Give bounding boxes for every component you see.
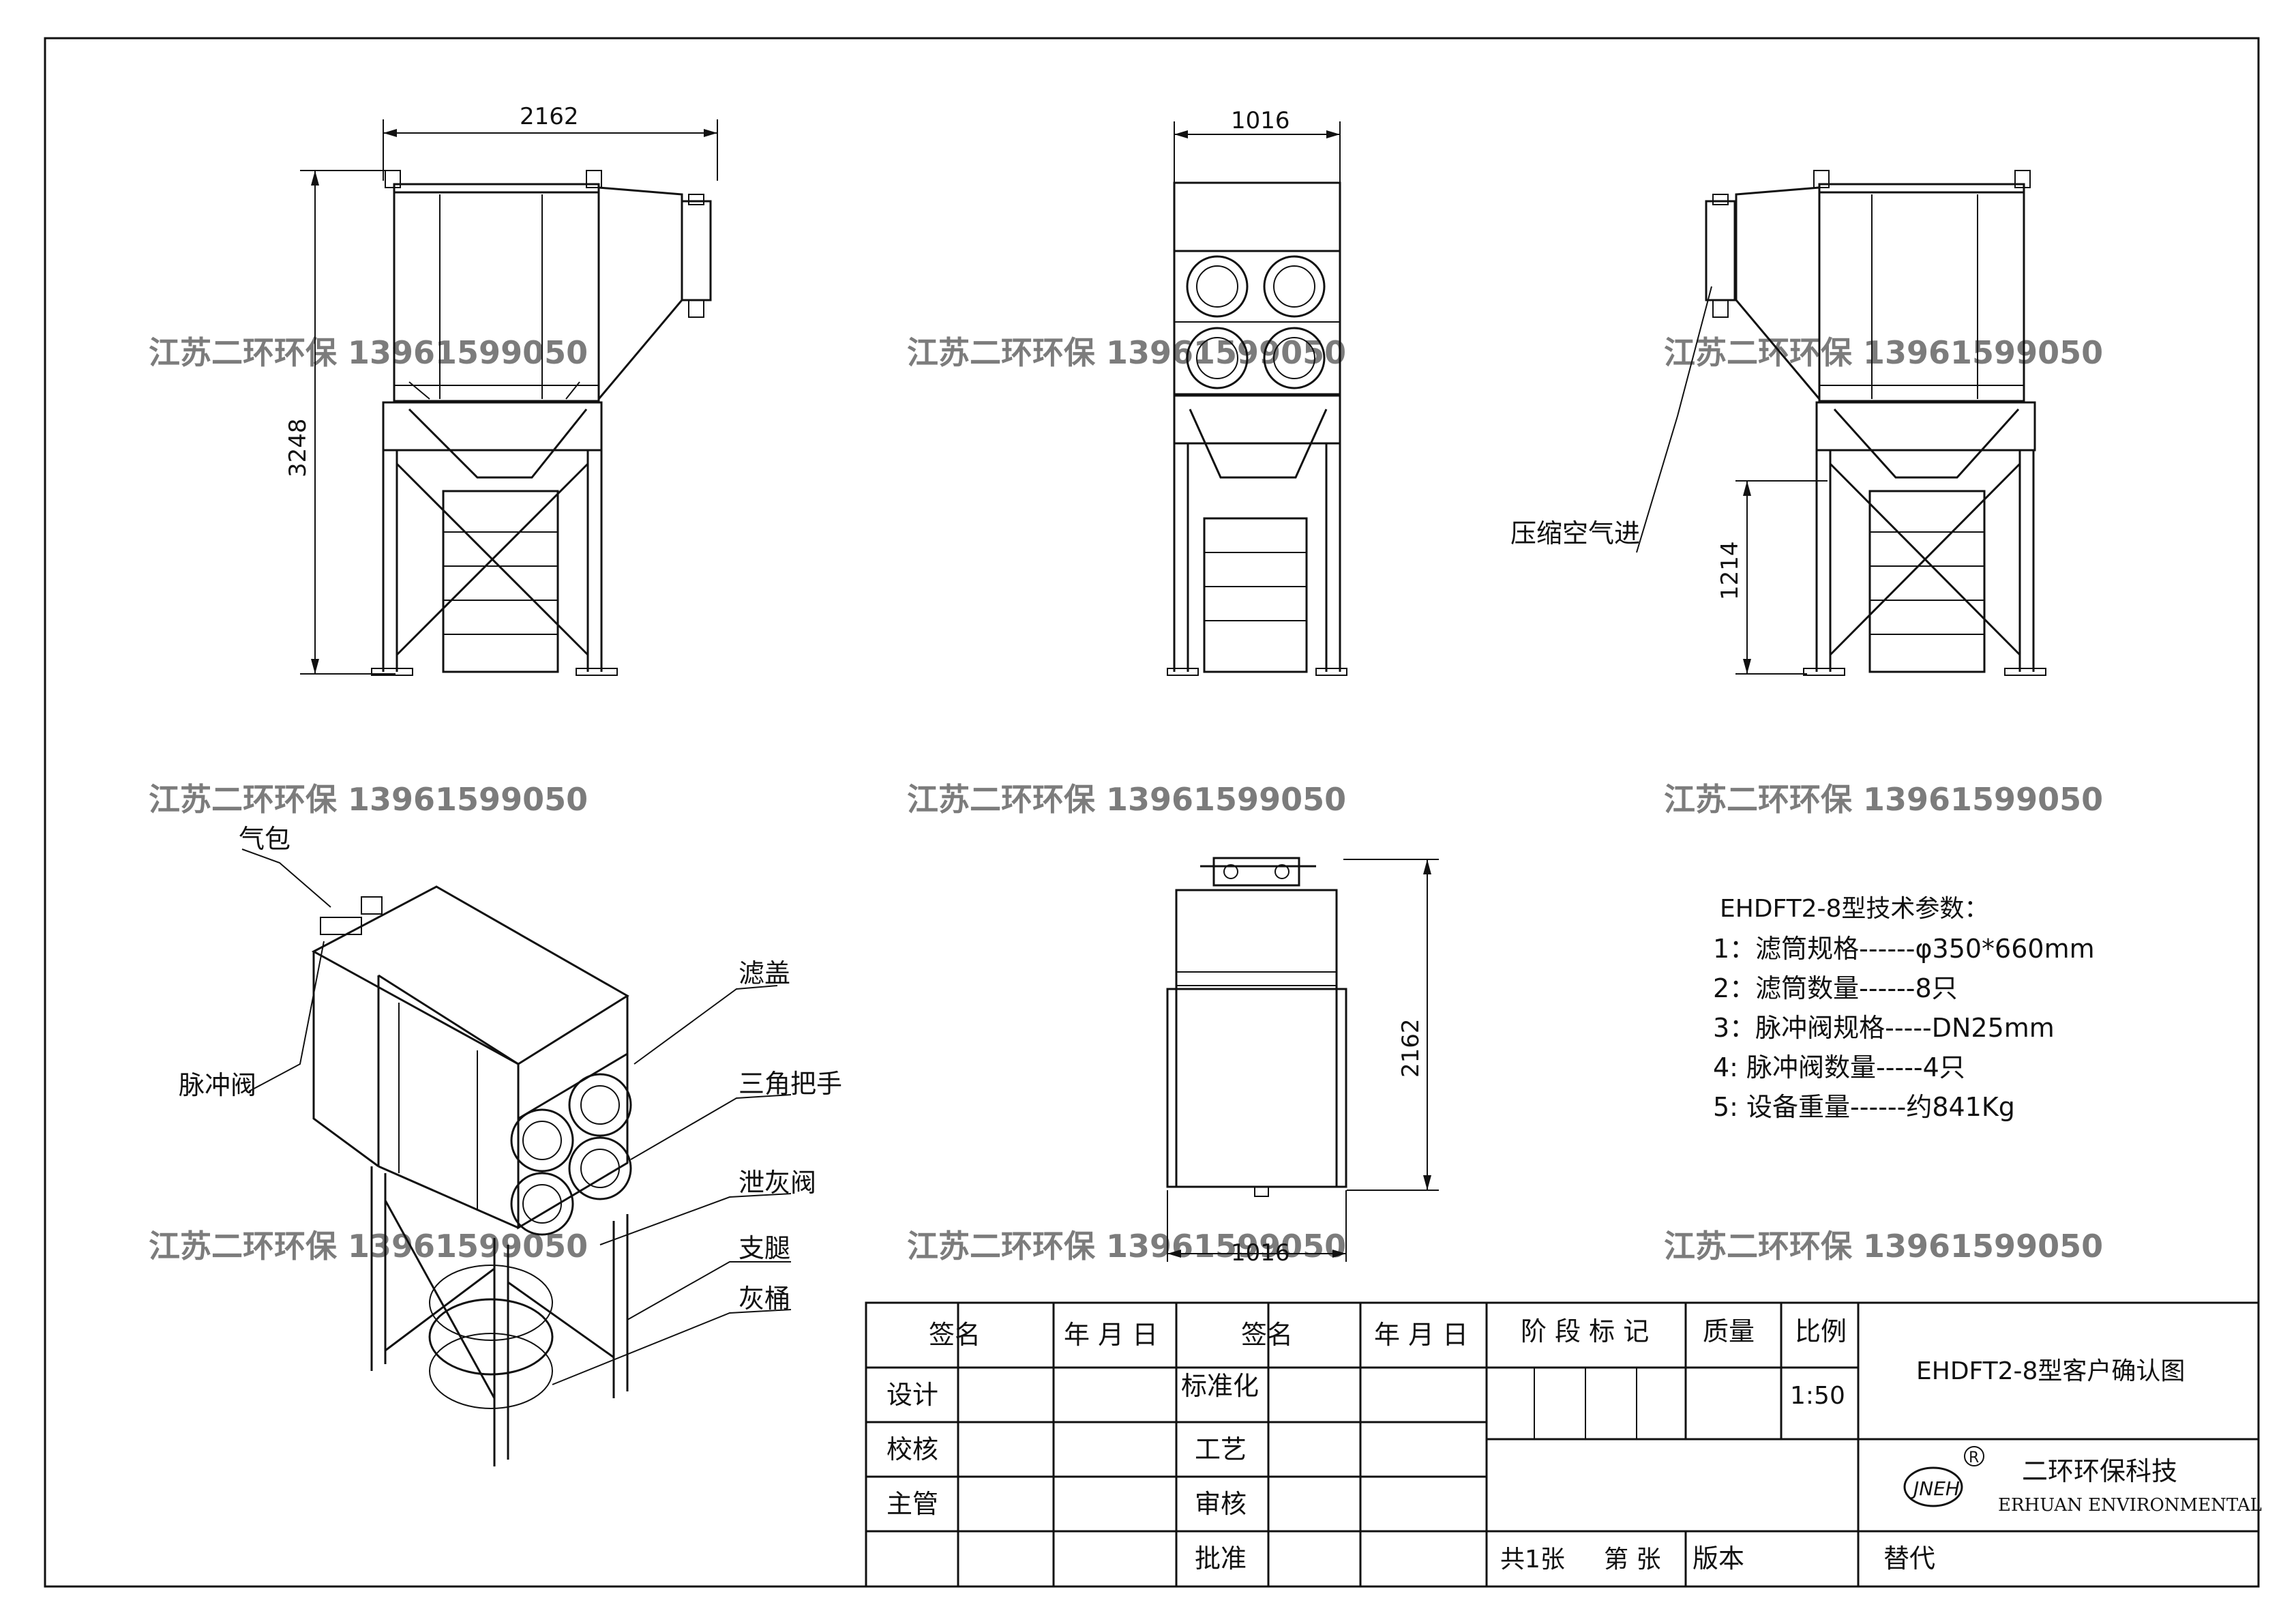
label-triangle-handle: 三角把手 (739, 1069, 842, 1099)
watermarks: 江苏二环环保 13961599050 江苏二环环保 13961599050 江苏… (149, 334, 2103, 1265)
tb-sign2: 签名 (1241, 1320, 1293, 1350)
tb-date: 年 月 日 (1064, 1320, 1158, 1350)
watermark: 江苏二环环保 13961599050 (907, 781, 1346, 818)
registered-mark (1964, 1446, 1984, 1466)
label-pulse-valve: 脉冲阀 (179, 1070, 256, 1100)
tb-check: 校核 (886, 1434, 938, 1464)
tb-replace: 替代 (1883, 1544, 1935, 1574)
tech-param-2: 2：滤筒数量------8只 (1713, 973, 1958, 1003)
tb-scale-value: 1:50 (1790, 1382, 1845, 1410)
tb-supervisor: 主管 (886, 1489, 938, 1519)
watermark: 江苏二环环保 13961599050 (1664, 1228, 2103, 1265)
tech-params-title: EHDFT2-8型技术参数： (1720, 895, 1988, 923)
tech-param-3: 3：脉冲阀规格-----DN25mm (1713, 1013, 2055, 1043)
watermark: 江苏二环环保 13961599050 (907, 1228, 1346, 1265)
watermark: 江苏二环环保 13961599050 (149, 781, 588, 818)
isometric-view: 气包 脉冲阀 滤盖 三角把手 泄灰阀 支腿 灰桶 (179, 824, 842, 1466)
tech-param-1: 1：滤筒规格------φ350*660mm (1713, 934, 2095, 964)
tb-company-en: ERHUAN ENVIRONMENTAL (1998, 1495, 2262, 1516)
company-logo-text: JNEH (1910, 1477, 1960, 1500)
label-ash-bucket: 灰桶 (739, 1284, 790, 1314)
tb-sheets: 共1张 (1500, 1546, 1565, 1574)
tb-scale-label: 比例 (1795, 1316, 1847, 1346)
label-air-bag: 气包 (239, 824, 290, 854)
watermark: 江苏二环环保 13961599050 (149, 334, 588, 371)
watermark: 江苏二环环保 13961599050 (1664, 334, 2103, 371)
watermark: 江苏二环环保 13961599050 (1664, 781, 2103, 818)
tb-company-cn: 二环环保科技 (2022, 1456, 2177, 1486)
tb-approve: 批准 (1195, 1544, 1247, 1574)
side-view-left: 2162 3248 (284, 103, 718, 676)
label-compressed-air-in: 压缩空气进 (1510, 518, 1640, 548)
dim-right-lower-height: 1214 (1716, 541, 1744, 600)
label-filter-cover: 滤盖 (739, 958, 790, 988)
tb-review: 审核 (1195, 1489, 1247, 1519)
tb-date2: 年 月 日 (1374, 1320, 1468, 1350)
dim-side-height: 3248 (284, 418, 312, 477)
watermark: 江苏二环环保 13961599050 (907, 334, 1346, 371)
tb-process: 工艺 (1195, 1434, 1247, 1464)
registered-mark-text: R (1969, 1449, 1979, 1466)
tech-params: EHDFT2-8型技术参数： 1：滤筒规格------φ350*660mm 2：… (1713, 895, 2095, 1122)
tb-standardize: 标准化 (1181, 1371, 1259, 1401)
tb-sign: 签名 (929, 1320, 981, 1350)
tb-stage-mark: 阶 段 标 记 (1521, 1316, 1649, 1346)
front-view: 1016 (1167, 107, 1347, 676)
watermark: 江苏二环环保 13961599050 (149, 1228, 588, 1265)
dim-top-width: 1016 (1231, 1239, 1290, 1267)
tb-version: 版本 (1693, 1544, 1744, 1574)
label-leg: 支腿 (739, 1233, 790, 1263)
dim-side-width: 2162 (520, 103, 579, 130)
side-view-right: 1214 压缩空气进 (1510, 170, 2046, 676)
tb-design: 设计 (886, 1380, 938, 1410)
label-ash-valve: 泄灰阀 (739, 1168, 816, 1198)
title-block: 签名 年 月 日 签名 年 月 日 阶 段 标 记 质量 比例 1:50 EHD… (865, 1301, 2262, 1588)
tb-mass: 质量 (1703, 1316, 1755, 1346)
tb-sheet-no: 第 张 (1604, 1546, 1660, 1574)
tech-param-4: 4: 脉冲阀数量-----4只 (1713, 1052, 1965, 1082)
tech-param-5: 5: 设备重量------约841Kg (1713, 1092, 2015, 1122)
top-view: 2162 1016 (1166, 857, 1439, 1267)
tb-drawing-title: EHDFT2-8型客户确认图 (1916, 1357, 2185, 1385)
dim-top-depth: 2162 (1397, 1018, 1425, 1078)
company-logo (1903, 1466, 1963, 1507)
dim-front-width: 1016 (1231, 107, 1290, 134)
